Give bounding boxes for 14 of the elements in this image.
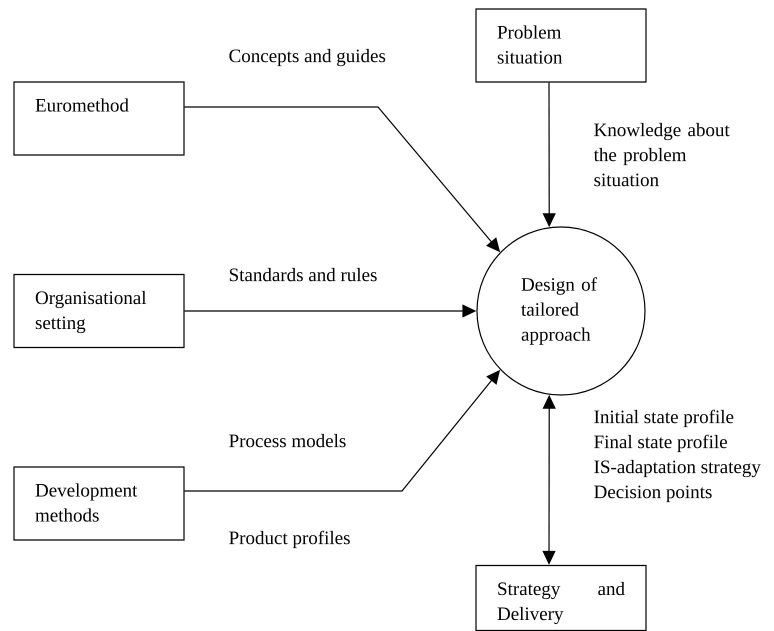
process-box: Euromethod bbox=[13, 81, 185, 156]
label: Initial state profile bbox=[594, 410, 734, 428]
process-box: Development methods bbox=[13, 466, 185, 541]
edge-label: Process models bbox=[229, 434, 346, 448]
process-box: Organisational setting bbox=[13, 274, 185, 348]
label: Decision points bbox=[594, 486, 712, 502]
process-box: Problem situation bbox=[475, 8, 647, 83]
label: Final state profile bbox=[594, 434, 727, 452]
edge-label: Standards and rules bbox=[230, 268, 377, 282]
label: Product profiles bbox=[229, 530, 350, 548]
label: IS-adaptation strategy bbox=[594, 460, 761, 478]
edge-label: Knowledge about the problem situation bbox=[594, 122, 730, 186]
process-box: Strategy and Delivery bbox=[475, 564, 647, 631]
edge-label: Concepts and guides bbox=[229, 48, 386, 66]
